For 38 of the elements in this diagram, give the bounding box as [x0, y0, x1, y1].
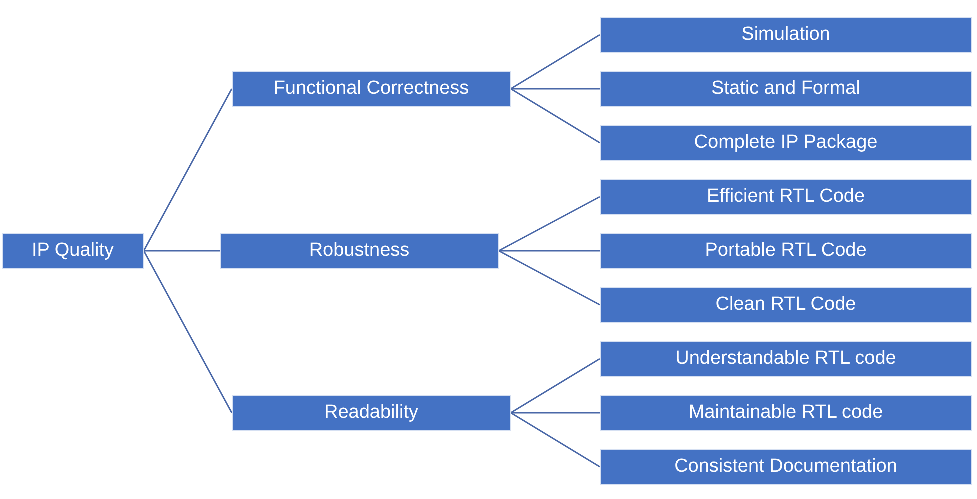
- category-box: [232, 395, 511, 431]
- category-box: [232, 71, 511, 107]
- node-label: IP Quality: [32, 240, 114, 262]
- connector-line: [498, 196, 600, 252]
- node-label: Efficient RTL Code: [706, 186, 866, 208]
- connector-line: [510, 358, 600, 414]
- category-box: [2, 233, 144, 269]
- node-label: Complete IP Package: [694, 132, 878, 154]
- node-label: Understandable RTL code: [676, 348, 896, 370]
- node-label: Static and Formal: [712, 78, 860, 100]
- connector-line: [510, 88, 600, 144]
- category-box: [600, 341, 972, 377]
- connector-line: [143, 250, 233, 414]
- node-label: Simulation: [742, 24, 830, 46]
- category-box: [600, 233, 972, 269]
- category-box: [600, 179, 972, 215]
- category-box: [600, 71, 972, 107]
- connector-line: [499, 250, 600, 252]
- node-label: Readability: [324, 402, 418, 424]
- connector-line: [144, 250, 220, 252]
- connector-line: [511, 88, 600, 90]
- node-label: Maintainable RTL code: [688, 402, 884, 424]
- category-box: [600, 449, 972, 485]
- category-box: [600, 287, 972, 323]
- node-label: Clean RTL Code: [716, 294, 856, 316]
- connector-line: [143, 88, 233, 252]
- connector-line: [510, 412, 600, 468]
- connector-line: [511, 412, 600, 414]
- category-box: [600, 395, 972, 431]
- connector-line: [510, 34, 600, 90]
- node-label: Robustness: [309, 240, 410, 262]
- node-label: Consistent Documentation: [674, 456, 898, 478]
- category-box: [600, 17, 972, 53]
- node-label: Portable RTL Code: [705, 240, 867, 262]
- connector-line: [498, 250, 600, 306]
- category-box: [220, 233, 499, 269]
- category-box: [600, 125, 972, 161]
- node-label: Functional Correctness: [274, 78, 470, 100]
